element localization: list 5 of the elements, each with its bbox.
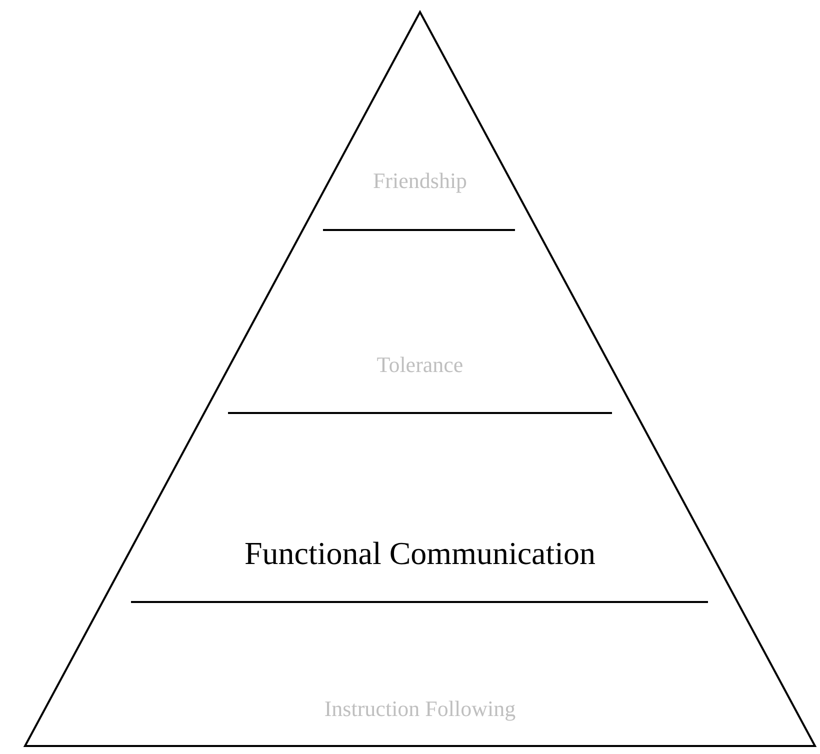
pyramid-outline [23,10,817,747]
pyramid-level-label: Tolerance [376,352,464,378]
pyramid-level-label: Functional Communication [244,535,596,572]
pyramid-level-label: Instruction Following [324,696,516,722]
pyramid-level-label: Friendship [372,168,468,194]
